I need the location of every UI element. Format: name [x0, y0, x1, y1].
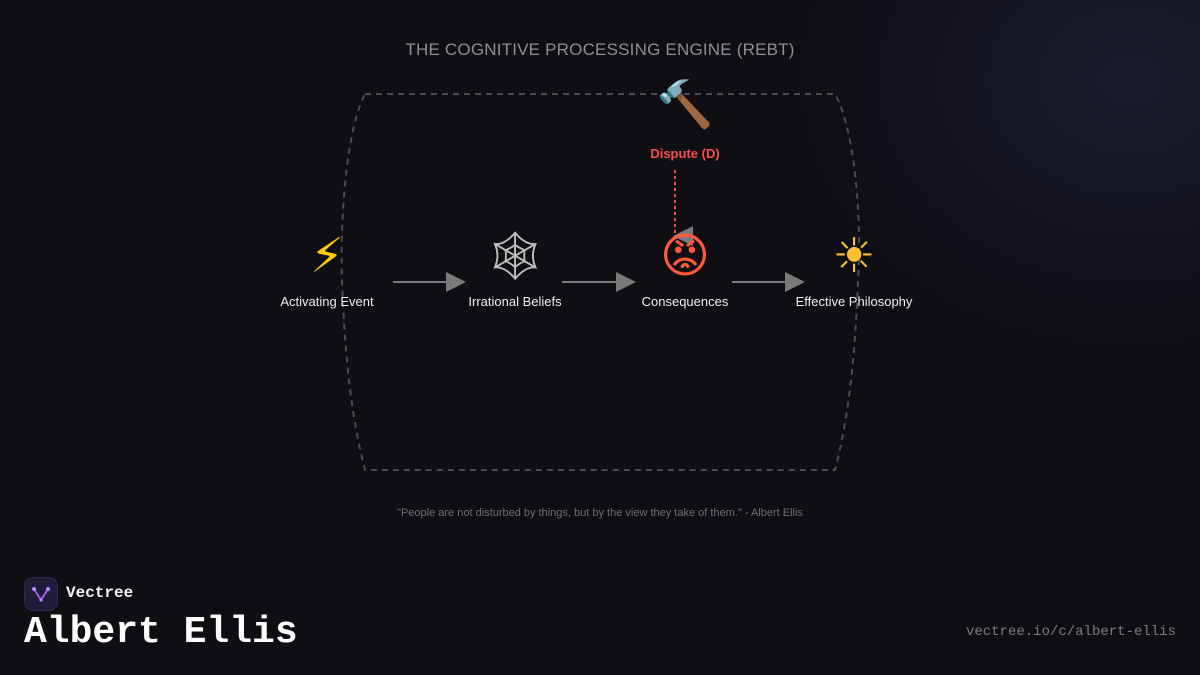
node-irrational-beliefs: 🕸 Irrational Beliefs — [425, 228, 605, 309]
quote-text: "People are not disturbed by things, but… — [397, 507, 803, 519]
node-activating-event: ⚡ Activating Event — [237, 228, 417, 309]
dispute-label: Dispute (D) — [650, 146, 720, 161]
dispute-node: 🔨 Dispute (D) — [595, 74, 775, 161]
vectree-logo-icon — [32, 587, 50, 602]
lightning-icon: ⚡ — [310, 228, 344, 284]
node-label: Effective Philosophy — [795, 294, 913, 309]
source-url[interactable]: vectree.io/c/albert-ellis — [965, 624, 1176, 640]
node-label: Irrational Beliefs — [468, 294, 562, 309]
node-effective-philosophy: ☀ Effective Philosophy — [764, 228, 944, 309]
brand-name: Vectree — [66, 584, 134, 602]
node-consequences: 😡 Consequences — [595, 228, 775, 309]
diagram-title: THE COGNITIVE PROCESSING ENGINE (REBT) — [405, 40, 795, 59]
node-label: Activating Event — [280, 294, 374, 309]
author-name: Albert Ellis — [24, 611, 298, 654]
node-label: Consequences — [641, 294, 729, 309]
spider-web-icon: 🕸 — [484, 228, 546, 284]
vectree-logo — [24, 577, 58, 611]
dashed-frame — [340, 93, 861, 471]
sun-icon: ☀ — [832, 228, 876, 284]
hammer-icon: 🔨 — [656, 77, 714, 131]
angry-face-icon: 😡 — [659, 228, 711, 284]
